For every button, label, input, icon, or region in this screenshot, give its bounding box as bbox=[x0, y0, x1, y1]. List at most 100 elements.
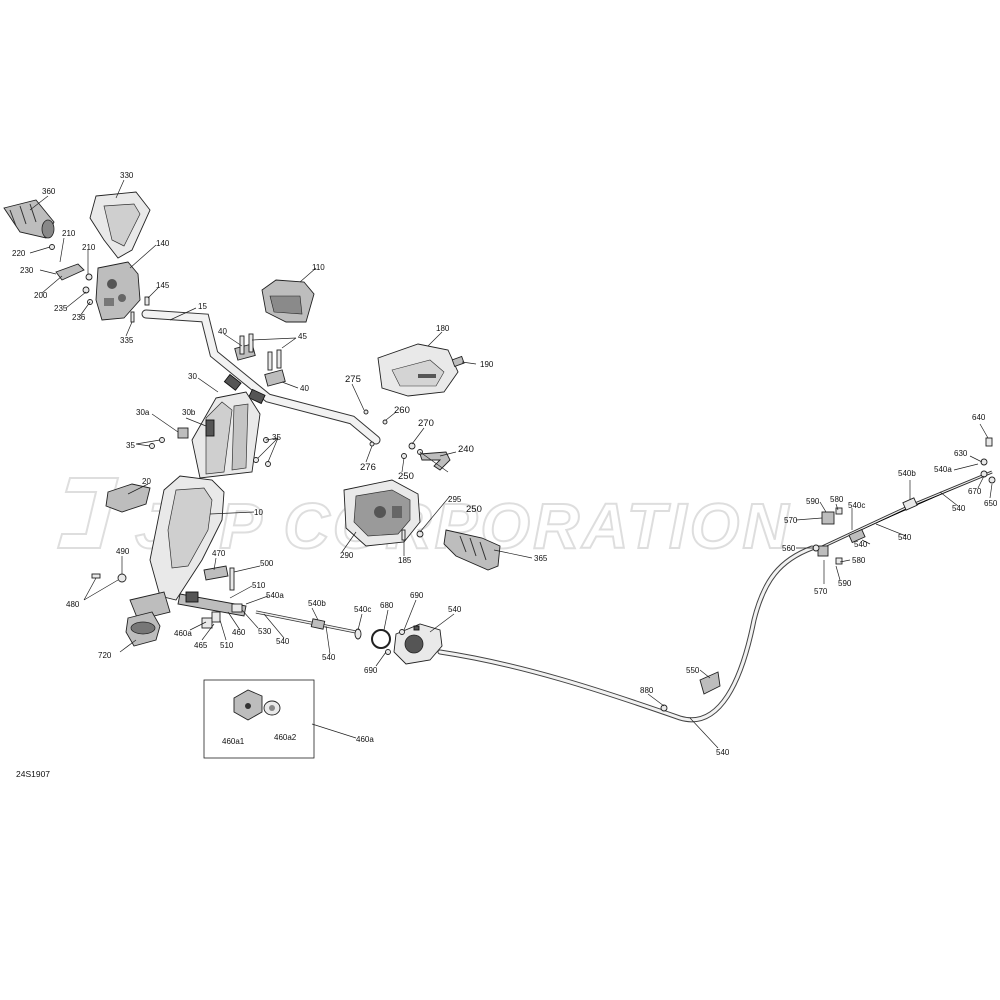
callout-110: 110 bbox=[312, 263, 325, 272]
callout-270: 270 bbox=[418, 418, 434, 429]
callout-690: 690 bbox=[410, 591, 424, 600]
callout-200: 200 bbox=[34, 291, 48, 300]
callout-30: 30 bbox=[188, 372, 197, 381]
callout-540: 540 bbox=[854, 540, 868, 549]
callout-35: 35 bbox=[272, 433, 281, 442]
callout-20: 20 bbox=[142, 477, 151, 486]
callout-260: 260 bbox=[394, 405, 410, 416]
right-cover bbox=[377, 343, 459, 397]
callout-510: 510 bbox=[252, 581, 266, 590]
throttle-cable bbox=[437, 545, 815, 723]
linkage-assembly bbox=[177, 565, 247, 629]
nut-30a bbox=[177, 427, 189, 439]
plate-20 bbox=[105, 483, 151, 513]
callout-460a-box: 460a bbox=[356, 735, 374, 744]
callout-236: 236 bbox=[72, 313, 86, 322]
left-switch-housing bbox=[95, 261, 141, 321]
callout-45: 45 bbox=[298, 332, 307, 341]
cable-end-right bbox=[812, 437, 996, 565]
callout-240: 240 bbox=[458, 444, 474, 455]
collar-720 bbox=[125, 611, 161, 647]
callout-540b: 540b bbox=[308, 599, 326, 608]
callout-30a: 30a bbox=[136, 408, 150, 417]
callout-490: 490 bbox=[116, 547, 130, 556]
o-ring bbox=[371, 629, 391, 649]
callout-230: 230 bbox=[20, 266, 34, 275]
right-switch-housing bbox=[343, 479, 421, 547]
right-grip bbox=[443, 529, 501, 571]
gauge-cover bbox=[261, 279, 315, 323]
callout-570: 570 bbox=[784, 516, 798, 525]
clip-880 bbox=[660, 704, 668, 712]
callout-295: 295 bbox=[448, 495, 462, 504]
upper-cover bbox=[89, 191, 151, 259]
callout-210: 210 bbox=[62, 229, 76, 238]
callout-360: 360 bbox=[42, 187, 56, 196]
callout-540b: 540b bbox=[898, 469, 916, 478]
callout-670: 670 bbox=[968, 487, 982, 496]
leader-lines bbox=[29, 179, 993, 749]
callout-630: 630 bbox=[954, 449, 968, 458]
handlebar-clamps bbox=[234, 333, 286, 387]
callout-540a: 540a bbox=[934, 465, 952, 474]
callout-590: 590 bbox=[838, 579, 852, 588]
callout-540a: 540a bbox=[266, 591, 284, 600]
callout-465: 465 bbox=[194, 641, 208, 650]
callout-570: 570 bbox=[814, 587, 828, 596]
steering-column bbox=[191, 391, 261, 479]
callout-180: 180 bbox=[436, 324, 450, 333]
left-grip bbox=[3, 199, 55, 239]
callout-540: 540 bbox=[322, 653, 336, 662]
inset-460a bbox=[203, 679, 315, 759]
callout-540: 540 bbox=[276, 637, 290, 646]
callout-680: 680 bbox=[380, 601, 394, 610]
callout-510: 510 bbox=[220, 641, 234, 650]
callout-540c: 540c bbox=[848, 501, 865, 510]
clip-190 bbox=[451, 355, 465, 368]
callout-480: 480 bbox=[66, 600, 80, 609]
callout-210: 210 bbox=[82, 243, 96, 252]
callout-650: 650 bbox=[984, 499, 998, 508]
figure-reference: 24S1907 bbox=[16, 769, 50, 779]
callout-540: 540 bbox=[716, 748, 730, 757]
throttle-lever bbox=[419, 451, 451, 471]
callout-145: 145 bbox=[156, 281, 170, 290]
callout-190: 190 bbox=[480, 360, 494, 369]
callout-720: 720 bbox=[98, 651, 112, 660]
callout-460: 460 bbox=[232, 628, 246, 637]
callout-335: 335 bbox=[120, 336, 134, 345]
callout-365: 365 bbox=[534, 554, 548, 563]
callout-290: 290 bbox=[340, 551, 354, 560]
callout-330: 330 bbox=[120, 171, 134, 180]
callout-30b: 30b bbox=[182, 408, 196, 417]
cable-housing-center bbox=[385, 623, 443, 665]
callout-530: 530 bbox=[258, 627, 272, 636]
callout-460a: 460a bbox=[174, 629, 192, 638]
sleeve-550 bbox=[699, 671, 721, 695]
screw-295 bbox=[416, 530, 424, 538]
callout-540: 540 bbox=[448, 605, 462, 614]
callout-580: 580 bbox=[852, 556, 866, 565]
callout-250: 250 bbox=[398, 471, 414, 482]
callout-470: 470 bbox=[212, 549, 226, 558]
callout-185: 185 bbox=[398, 556, 412, 565]
callout-10: 10 bbox=[254, 508, 263, 517]
callout-540c: 540c bbox=[354, 605, 371, 614]
callout-40: 40 bbox=[300, 384, 309, 393]
steering-support bbox=[129, 475, 225, 621]
right-bar-hardware bbox=[363, 409, 423, 459]
callout-35: 35 bbox=[126, 441, 135, 450]
callout-460a2: 460a2 bbox=[274, 733, 297, 742]
callout-560: 560 bbox=[782, 544, 796, 553]
callout-540: 540 bbox=[952, 504, 966, 513]
callout-15: 15 bbox=[198, 302, 207, 311]
callout-880: 880 bbox=[640, 686, 654, 695]
callout-276: 276 bbox=[360, 462, 376, 473]
callout-580: 580 bbox=[830, 495, 844, 504]
callout-275: 275 bbox=[345, 374, 361, 385]
callout-640: 640 bbox=[972, 413, 986, 422]
washer-490 bbox=[117, 573, 127, 583]
callout-140: 140 bbox=[156, 239, 170, 248]
callout-40: 40 bbox=[218, 327, 227, 336]
